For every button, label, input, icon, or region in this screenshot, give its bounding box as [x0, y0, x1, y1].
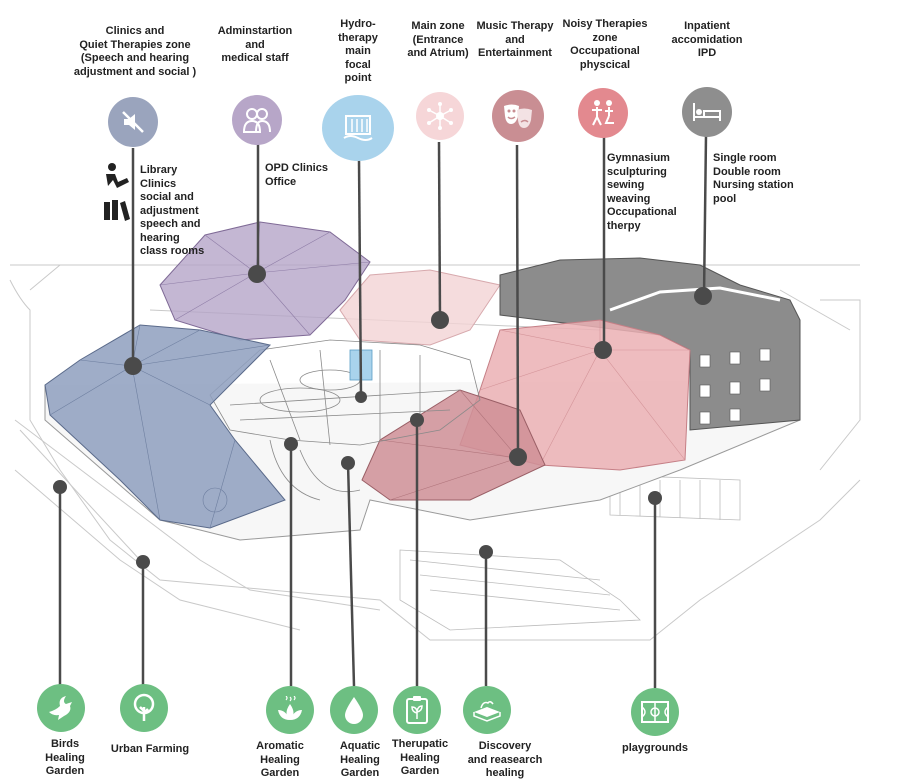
network-hub-icon — [416, 92, 464, 140]
lotus-icon — [266, 686, 314, 734]
zone-label-music: Music Therapy and Entertainment — [476, 20, 554, 59]
garden-label-birds: Birds Healing Garden — [45, 738, 85, 777]
note-noisy-activities: Gymnasium sculpturing sewing weaving Occ… — [607, 152, 677, 232]
zone-label-clinics: Clinics and Quiet Therapies zone (Speech… — [73, 25, 197, 78]
anchor-dot-admin — [248, 265, 266, 283]
zone-label-ipd: Inpatient accomidation IPD — [671, 20, 743, 59]
anchor-dot-aquatic — [341, 456, 355, 470]
anchor-dot-aromatic — [284, 437, 298, 451]
connector-ipd — [702, 134, 708, 297]
zone-label-noisy: Noisy Therapies zone Occupational physci… — [562, 18, 648, 71]
dove-icon — [37, 684, 85, 732]
zone-label-hydro: Hydro- therapy main focal point — [338, 18, 378, 84]
playground-court-icon — [631, 688, 679, 736]
garden-label-discovery: Discovery and reasearch healing — [467, 740, 543, 779]
mute-speaker-icon — [108, 97, 158, 147]
water-drop-icon — [330, 686, 378, 734]
staff-people-icon — [232, 95, 282, 145]
connector-hydro — [357, 159, 363, 398]
anchor-dot-playgrounds — [648, 491, 662, 505]
anchor-dot-hydro — [355, 391, 367, 403]
connector-music — [515, 144, 520, 458]
anchor-dot-main — [431, 311, 449, 329]
garden-label-urban-farming: Urban Farming — [110, 743, 190, 755]
anchor-dot-clinics — [124, 357, 142, 375]
garden-label-playgrounds: playgrounds — [621, 742, 688, 754]
anchor-dot-noisy — [594, 341, 612, 359]
anchor-dot-farming — [136, 555, 150, 569]
note-ipd-rooms: Single room Double room Nursing station … — [713, 152, 794, 205]
anchor-dot-therapeutic — [410, 413, 424, 427]
garden-label-therapeutic: Therupatic Healing Garden — [391, 738, 449, 777]
anchor-dot-discovery — [479, 545, 493, 559]
zone-label-main: Main zone (Entrance and Atrium) — [407, 20, 469, 59]
note-opd: OPD Clinics Office — [265, 162, 328, 188]
connector-aquatic — [346, 462, 356, 687]
connector-main — [437, 141, 442, 321]
tree-icon — [120, 684, 168, 732]
garden-label-aromatic: Aromatic Healing Garden — [256, 740, 304, 779]
anchor-dot-birds — [53, 480, 67, 494]
bed-icon — [682, 87, 732, 137]
anchor-dot-ipd — [694, 287, 712, 305]
therapy-figures-icon — [578, 88, 628, 138]
garden-label-aquatic: Aquatic Healing Garden — [339, 740, 381, 779]
theater-masks-icon — [492, 90, 544, 142]
anchor-dot-music — [509, 448, 527, 466]
note-clinics-rooms: Library Clinics social and adjustment sp… — [140, 164, 205, 257]
waterfall-icon — [322, 95, 394, 161]
zone-label-admin: Adminstartion and medical staff — [217, 25, 293, 64]
library-icon — [104, 163, 130, 221]
discovery-box-icon — [463, 686, 511, 734]
clipboard-plant-icon — [393, 686, 441, 734]
